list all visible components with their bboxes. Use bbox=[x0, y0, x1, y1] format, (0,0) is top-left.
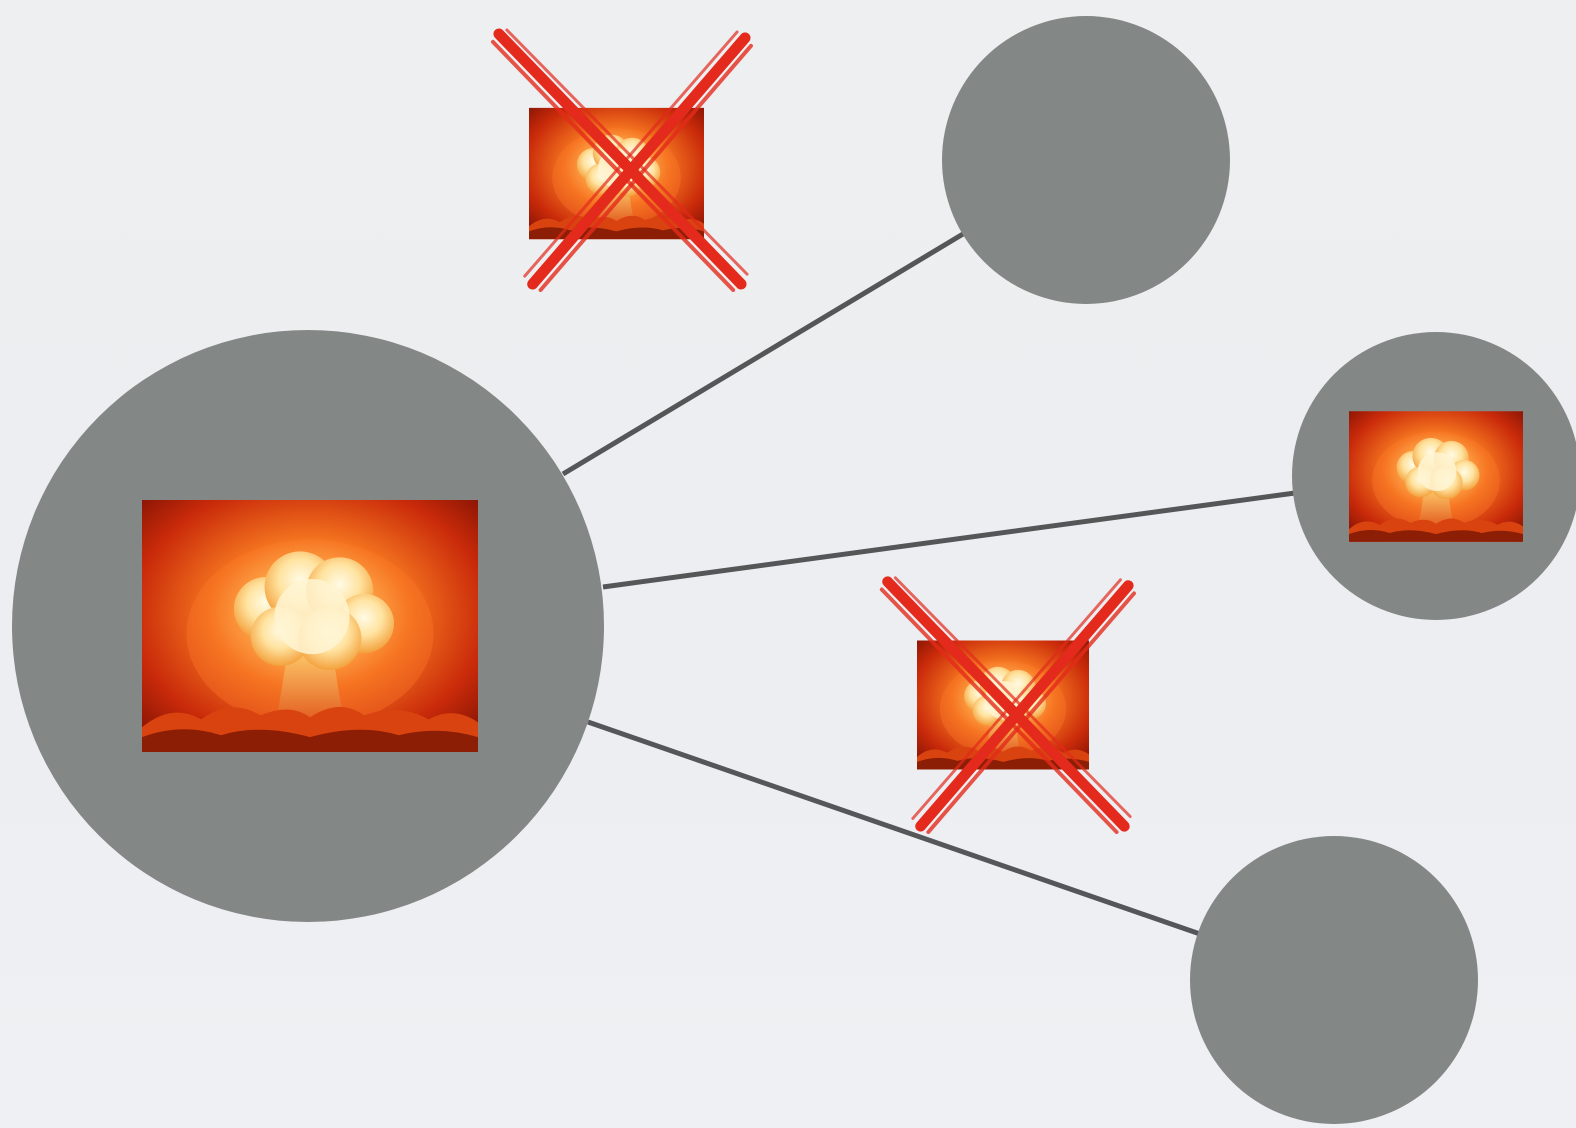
blocked-item-top bbox=[493, 30, 751, 290]
right-node-explosion-image bbox=[1349, 411, 1523, 542]
edges bbox=[561, 231, 1296, 937]
explosion-icon bbox=[1349, 411, 1523, 542]
blocked-item-bottom bbox=[882, 578, 1134, 832]
bottom-right-node bbox=[1190, 836, 1478, 1124]
edge-hub-to-right bbox=[602, 490, 1296, 590]
top-right-node bbox=[942, 16, 1230, 304]
edge-hub-to-bottom-right bbox=[587, 719, 1201, 937]
edge-hub-to-top-right bbox=[561, 231, 965, 477]
hub-explosion-image bbox=[142, 500, 478, 752]
explosion-icon bbox=[142, 500, 478, 752]
